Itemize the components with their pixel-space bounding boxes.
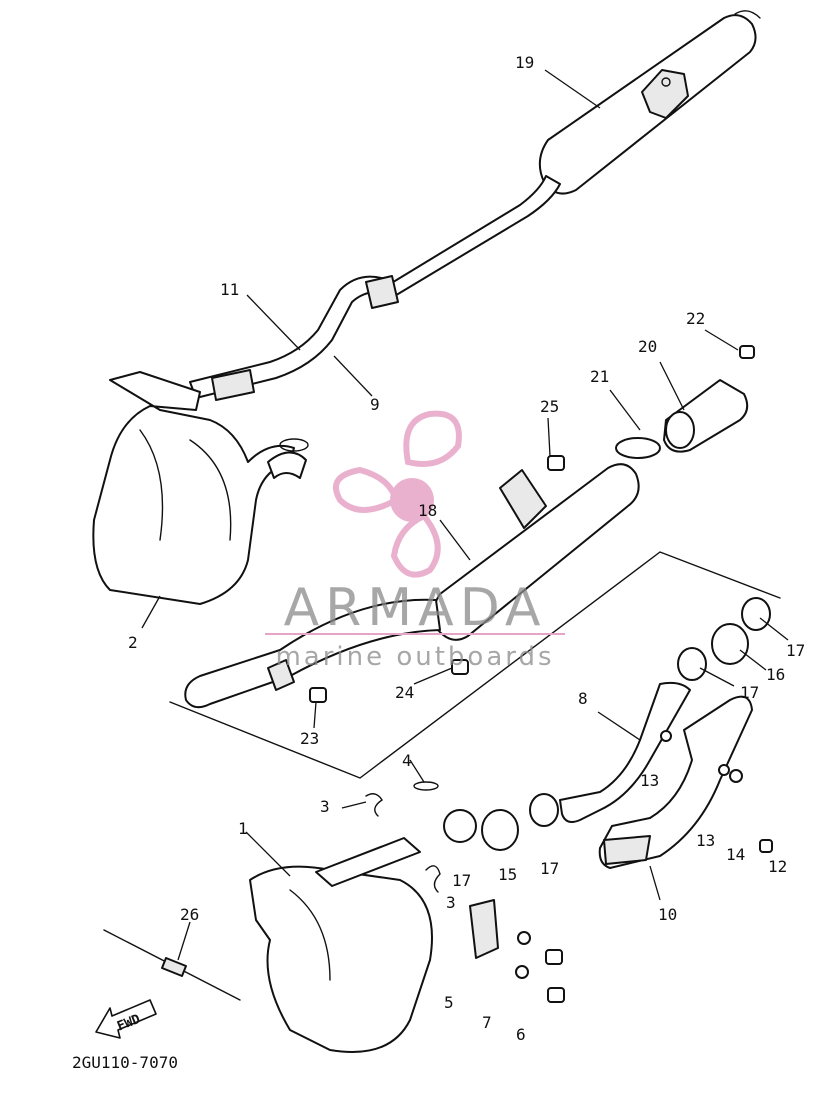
callout-6: 6 — [516, 1025, 526, 1044]
diagram-code: 2GU110-7070 — [72, 1053, 178, 1072]
callout-11: 11 — [220, 280, 239, 299]
callout-labels: 19 11 9 2 18 22 20 21 25 23 24 8 17 16 1… — [128, 53, 805, 1044]
callout-17-d: 17 — [540, 859, 559, 878]
armada-propeller-logo — [333, 410, 462, 578]
callout-25: 25 — [540, 397, 559, 416]
muffler-19 — [379, 10, 761, 301]
callout-15: 15 — [498, 865, 517, 884]
callout-3-a: 3 — [320, 797, 330, 816]
callout-13-b: 13 — [696, 831, 715, 850]
callout-8: 8 — [578, 689, 588, 708]
callout-16: 16 — [766, 665, 785, 684]
pipe-8-and-guard-10 — [559, 681, 753, 869]
callout-23: 23 — [300, 729, 319, 748]
callout-9: 9 — [370, 395, 380, 414]
clamps-and-joint-16 — [443, 597, 773, 853]
bolts-22-23-24-25 — [309, 345, 755, 703]
watermark-brand: ARMADA — [284, 578, 547, 638]
joint-pipe-20 — [615, 379, 749, 459]
callout-17-c: 17 — [452, 871, 471, 890]
callout-13-a: 13 — [640, 771, 659, 790]
fwd-arrow-icon: FWD — [95, 999, 157, 1039]
callout-10: 10 — [658, 905, 677, 924]
callout-4: 4 — [402, 751, 412, 770]
watermark-tagline: marine outboards — [275, 642, 554, 672]
callout-20: 20 — [638, 337, 657, 356]
callout-12: 12 — [768, 857, 787, 876]
leader-lines — [141, 69, 789, 961]
dashed-group-outline — [169, 551, 781, 779]
callout-1: 1 — [238, 819, 248, 838]
spring-rod-26 — [103, 929, 241, 1001]
exhaust-chamber-2 — [92, 371, 309, 605]
callout-17-a: 17 — [786, 641, 805, 660]
callout-5: 5 — [444, 993, 454, 1012]
callout-18: 18 — [418, 501, 437, 520]
callout-14: 14 — [726, 845, 745, 864]
callout-3-b: 3 — [446, 893, 456, 912]
callout-24: 24 — [395, 683, 414, 702]
callout-19: 19 — [515, 53, 534, 72]
callout-26: 26 — [180, 905, 199, 924]
exhaust-pipe-11 — [189, 275, 399, 401]
callout-7: 7 — [482, 1013, 492, 1032]
callout-2: 2 — [128, 633, 138, 652]
callout-17-b: 17 — [740, 683, 759, 702]
muffler-18 — [184, 463, 640, 709]
callout-22: 22 — [686, 309, 705, 328]
exhaust-chamber-1 — [249, 781, 565, 1053]
callout-21: 21 — [590, 367, 609, 386]
